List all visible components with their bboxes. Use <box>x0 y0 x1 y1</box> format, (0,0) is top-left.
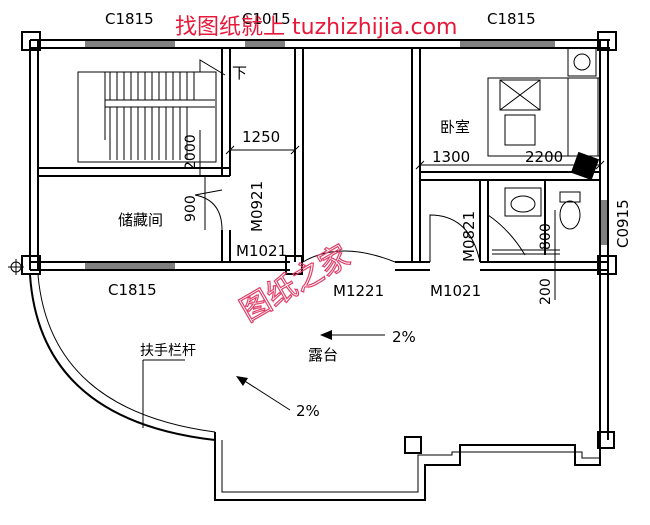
window-label-top-mid: C1015 <box>242 10 291 28</box>
window-label-bottom-left: C1815 <box>108 281 157 299</box>
room-label-storage: 储藏间 <box>118 211 163 229</box>
bathroom-fixtures <box>492 187 581 255</box>
dim-800: 800 <box>538 223 554 250</box>
window-label-top-left: C1815 <box>105 10 154 28</box>
terrace-outline <box>29 274 601 501</box>
door-label-hall: M1221 <box>333 282 384 300</box>
columns <box>21 31 617 454</box>
bed <box>487 47 601 181</box>
slope-arrows <box>142 330 385 428</box>
dim-1300: 1300 <box>432 148 470 166</box>
door-swings <box>194 189 526 263</box>
room-label-terrace: 露台 <box>308 346 338 364</box>
door-label-stair-side: M0921 <box>248 181 266 232</box>
staircase <box>77 59 226 163</box>
window-label-right-side: C0915 <box>614 199 632 248</box>
stair-down-label: 下 <box>232 64 247 82</box>
window-lines <box>85 41 607 269</box>
slope-label-2: 2% <box>296 402 320 420</box>
window-label-top-right: C1815 <box>487 10 536 28</box>
dim-200: 200 <box>538 278 554 305</box>
door-label-bedroom: M1021 <box>430 282 481 300</box>
main-walls <box>29 39 610 440</box>
room-label-bedroom: 卧室 <box>440 118 470 136</box>
railing-label: 扶手栏杆 <box>140 343 196 359</box>
door-label-storage: M1021 <box>236 242 287 260</box>
dim-2000: 2000 <box>183 134 199 170</box>
dim-1250: 1250 <box>242 128 280 146</box>
slope-label-1: 2% <box>392 328 416 346</box>
dim-900: 900 <box>183 195 199 222</box>
dimension-lines <box>199 130 605 300</box>
dim-2200: 2200 <box>525 148 563 166</box>
axis-marker-icon <box>8 259 24 275</box>
door-label-bath: M0821 <box>460 211 478 262</box>
watermark-site: 找图纸就上 tuzhizhijia.com <box>175 15 457 40</box>
